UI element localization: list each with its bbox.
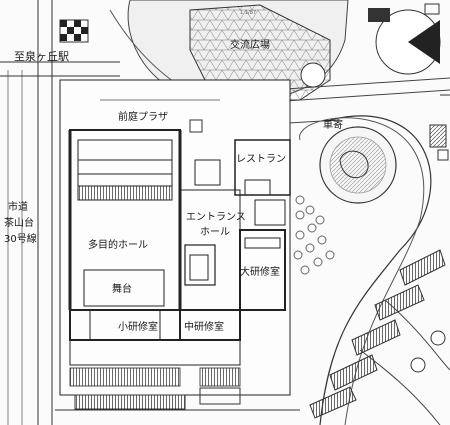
top-left-block [59, 19, 89, 43]
front-plaza-label: 前庭プラザ [118, 110, 168, 123]
stage-label: 舞台 [112, 282, 132, 295]
right-edge-features [429, 94, 450, 161]
tree-dots [293, 195, 335, 275]
small-training-label: 小研修室 [118, 320, 158, 333]
station-label: 至泉ヶ丘駅 [14, 49, 69, 63]
main-building [59, 79, 291, 396]
bottom-strip [55, 387, 300, 411]
city-road [0, 0, 120, 425]
restaurant-label: レストラン [236, 153, 286, 165]
middle-training-label: 中研修室 [184, 320, 224, 333]
terrace-stairs [309, 249, 450, 425]
entrance-label-2: ホール [200, 226, 230, 238]
road-label-3: 30号線 [4, 232, 37, 245]
hall-label: 多目的ホール [88, 238, 148, 251]
road-label-2: 茶山台 [4, 216, 34, 229]
road-label-1: 市道 [8, 200, 28, 213]
car-porch-label: 車寄 [323, 118, 343, 131]
car-porch-drive [299, 115, 432, 425]
north-circle [368, 3, 441, 75]
large-training-label: 大研修室 [240, 265, 280, 278]
entrance-label-1: エントランス [186, 211, 246, 223]
map-labels: 至泉ヶ丘駅 交流広場 前庭プラザ 車寄 レストラン 市道 茶山台 30号線 エン… [4, 38, 343, 333]
scale-mark: 1:1/87 [240, 10, 256, 16]
exchange-plaza-label: 交流広場 [230, 38, 270, 51]
